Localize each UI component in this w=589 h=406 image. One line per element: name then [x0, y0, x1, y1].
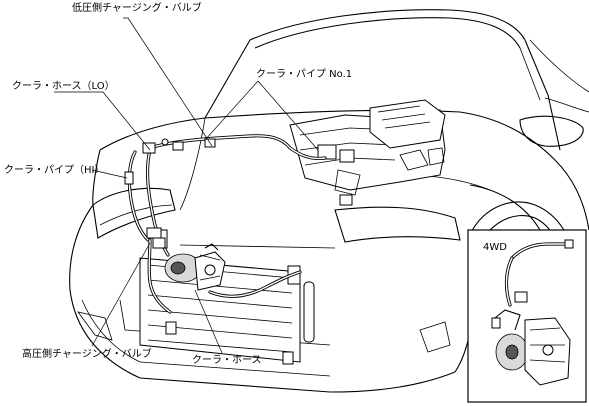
label-high-pressure-charging-valve: 高圧側チャージング・バルブ [22, 347, 152, 360]
condenser [139, 257, 315, 365]
leader-lines [54, 17, 319, 354]
cooler-pipe-hi [127, 150, 172, 314]
pipe-fittings [124, 138, 216, 249]
callout-labels: 低圧側チャージング・バルブ クーラ・ホース（LO） クーラ・パイプ No.1 ク… [4, 1, 352, 366]
label-low-pressure-charging-valve: 低圧側チャージング・バルブ [72, 1, 202, 14]
label-cooler-hose: クーラ・ホース [192, 354, 262, 366]
cooler-hose [208, 270, 302, 298]
label-cooler-pipe-no1: クーラ・パイプ No.1 [256, 68, 352, 80]
hvac-unit [289, 99, 446, 206]
inset-4wd-panel: 4WD [467, 229, 587, 403]
label-cooler-hose-lo: クーラ・ホース（LO） [12, 80, 115, 92]
cooler-pipe-no1 [148, 134, 327, 161]
inset-title: 4WD [483, 242, 507, 253]
label-cooler-pipe-hi: クーラ・パイプ（HI） [4, 164, 104, 176]
